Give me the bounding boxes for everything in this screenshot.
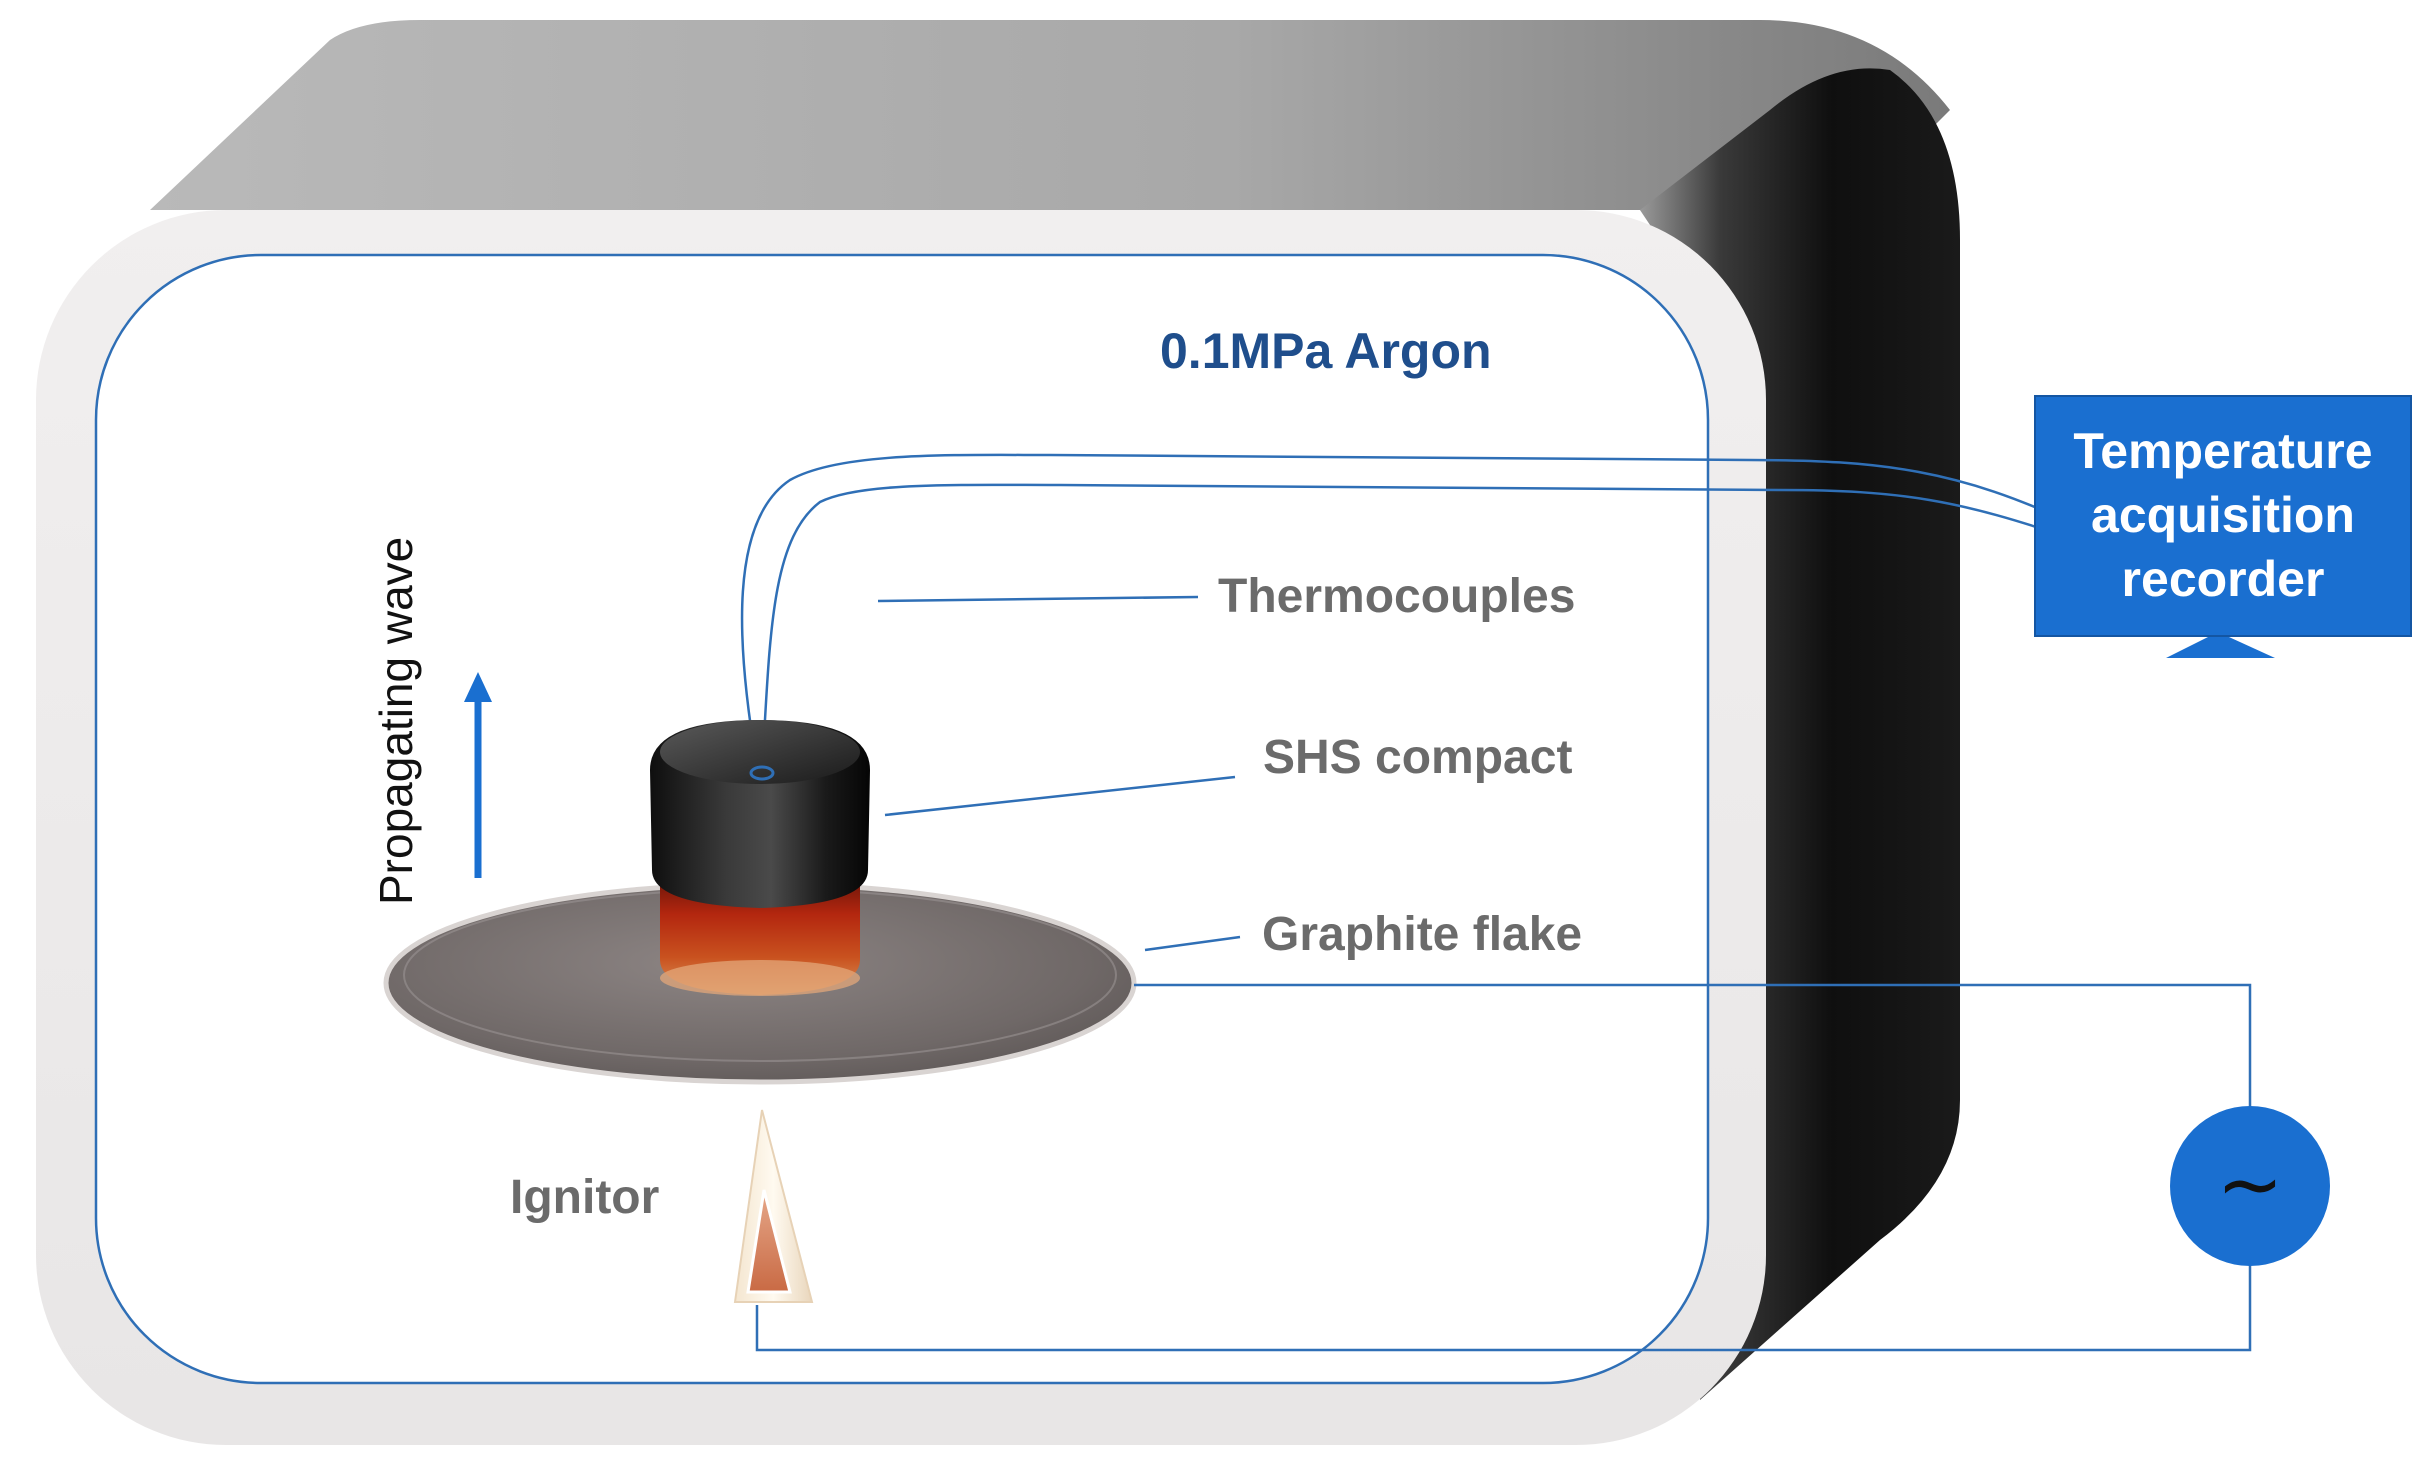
chamber-top-face — [150, 20, 1950, 290]
temperature-recorder-box — [2034, 395, 2412, 637]
chamber-inner-window — [94, 253, 1710, 1385]
shs-compact-bottom-glow — [660, 960, 860, 996]
thermocouples-label: Thermocouples — [1218, 570, 1575, 623]
thermocouple-wire-inner — [760, 483, 2076, 773]
recorder-label-line3: recorder — [2122, 551, 2325, 607]
atmosphere-label: 0.1MPa Argon — [1160, 323, 1492, 379]
flake-leader-line — [1144, 935, 1241, 952]
shs-compact-label: SHS compact — [1263, 731, 1572, 784]
graphite-flake-label: Graphite flake — [1262, 908, 1582, 961]
propagating-wave-arrow-icon — [464, 672, 492, 878]
thermocouple-junction — [749, 765, 775, 781]
ac-power-source-icon — [2170, 1106, 2330, 1266]
shs-compact-top — [660, 720, 860, 784]
power-circuit-wire-top — [1134, 983, 2252, 1115]
ignitor-label: Ignitor — [510, 1171, 659, 1224]
recorder-label-line1: Temperature — [2073, 423, 2372, 479]
thermocouples-leader-line — [877, 595, 1199, 603]
thermocouple-wire-outer — [740, 453, 2076, 773]
recorder-label-line2: acquisition — [2091, 487, 2355, 543]
recorder-stand — [2166, 632, 2275, 658]
propagating-wave-label: Propagating wave — [370, 537, 422, 905]
compact-leader-line — [884, 775, 1236, 817]
ignitor-tip — [746, 1189, 792, 1294]
power-circuit-wire-bottom — [755, 1258, 2252, 1352]
ac-symbol: ~ — [2216, 1138, 2283, 1231]
